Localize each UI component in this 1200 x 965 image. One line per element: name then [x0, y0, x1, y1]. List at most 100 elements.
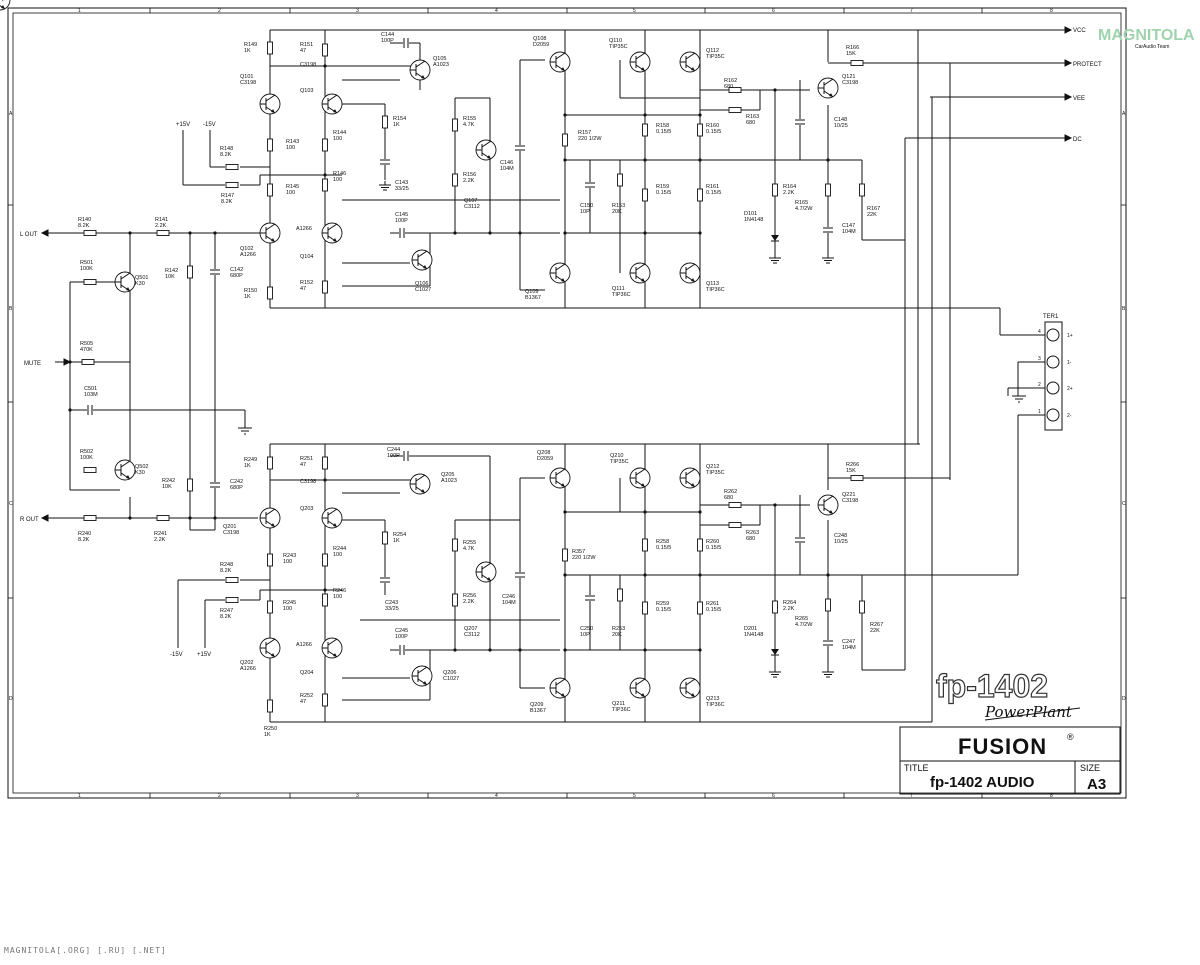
sheet-size: A3: [1087, 776, 1106, 793]
val-r251: 47: [300, 462, 306, 468]
resistor-r161: [697, 188, 703, 202]
resistor-r242: [187, 478, 193, 492]
transistor-q104: [0, 0, 11, 11]
val-c144: 100P: [381, 38, 394, 44]
ref-c147: C147: [842, 223, 855, 229]
ref-r240: R240: [78, 531, 91, 537]
transistor-q206: [411, 665, 433, 687]
ref-r245: R245: [283, 600, 296, 606]
junction-dot: [698, 113, 702, 117]
supply-rails: [269, 29, 1065, 723]
ref-q112: Q112: [706, 48, 719, 54]
val-r159: 0.15/5: [656, 190, 671, 196]
resistor-r260: [697, 538, 703, 552]
junction-dot: [188, 516, 192, 520]
ref-q104: Q104: [0, 0, 13, 2]
val-d201: 1N4148: [744, 632, 763, 638]
grid-row-d: D: [9, 696, 13, 702]
grid-col-1-bottom: 1: [78, 793, 81, 799]
ref-q111: Q111: [612, 286, 625, 292]
ref-c250: C250: [580, 626, 593, 632]
val-r245: 100: [283, 606, 292, 612]
ref-r165: R165: [795, 200, 808, 206]
resistor-r244: [322, 553, 328, 567]
val-c501: 103M: [84, 392, 98, 398]
grid-col-1: 1: [78, 8, 81, 14]
capacitor-c143: [379, 159, 391, 165]
transistor-q102: [259, 222, 281, 244]
junction-dot: [643, 231, 647, 235]
val-q109: B1367: [525, 295, 541, 301]
ter1-connector: [1044, 321, 1063, 431]
grid-row-d-right: D: [1122, 696, 1126, 702]
ref-c146: C146: [500, 160, 513, 166]
junction-dot: [698, 648, 702, 652]
ref-c143: C143: [395, 180, 408, 186]
resistor-r159: [642, 188, 648, 202]
val-q212: TIP35C: [706, 470, 725, 476]
ref-c144: C144: [381, 32, 394, 38]
ref-r160: R160: [706, 123, 719, 129]
transistor-q502: [114, 459, 136, 481]
ref-q108: Q108: [533, 36, 546, 42]
capacitor-c147: [822, 227, 834, 233]
capacitor-c145: [399, 227, 405, 239]
ref-c3198a: C3198: [300, 62, 316, 68]
ref-q103: Q103: [300, 88, 313, 94]
ref-c501: C501: [84, 386, 97, 392]
ref-r248: R248: [220, 562, 233, 568]
val-q501: K30: [135, 281, 145, 287]
val-r254: 1K: [393, 538, 400, 544]
resistor-r166: [850, 60, 864, 66]
transistor-q203: [321, 507, 343, 529]
val-q211: TIP36C: [612, 707, 631, 713]
val-q102: A1266: [240, 252, 256, 258]
junction-dot: [488, 648, 492, 652]
ter1-pin-4-label: 1+: [1067, 333, 1073, 339]
resistor-r256: [452, 593, 458, 607]
junction-dot: [773, 503, 777, 507]
val-r144: 100: [333, 136, 342, 142]
ref-r152: R152: [300, 280, 313, 286]
grid-col-3: 3: [356, 8, 359, 14]
val-q201: C3198: [223, 530, 239, 536]
val-r152: 47: [300, 286, 306, 292]
ref-r262: R262: [724, 489, 737, 495]
val-q101: C3198: [240, 80, 256, 86]
ref-c246: C246: [502, 594, 515, 600]
grid-col-4: 4: [495, 8, 498, 14]
input-arrows: [40, 229, 72, 522]
ref-r501: R501: [80, 260, 93, 266]
val-c147: 104M: [842, 229, 856, 235]
val-r262: 680: [724, 495, 733, 501]
ref-d201: D201: [744, 626, 757, 632]
resistor-r251: [322, 456, 328, 470]
val-q110: TIP35C: [609, 44, 628, 50]
val-r151: 47: [300, 48, 306, 54]
lower-amp-wiring: [177, 444, 1018, 722]
capacitor-c242: [209, 482, 221, 488]
ref-q106: Q106: [415, 281, 428, 287]
transistor-q108: [549, 51, 571, 73]
ter1-pin-2-label: 2+: [1067, 386, 1073, 392]
ref-r142: R142: [165, 268, 178, 274]
junction-dot: [563, 113, 567, 117]
junction-dot: [213, 231, 217, 235]
val-r145: 100: [286, 190, 295, 196]
val-c247: 104M: [842, 645, 856, 651]
val-q502: K30: [135, 470, 145, 476]
ref-r505: R505: [80, 341, 93, 347]
brand-registered: ®: [1067, 732, 1074, 742]
resistor-r501: [83, 279, 97, 285]
val-r255: 4.7K: [463, 546, 475, 552]
val-r165: 4.7/2W: [795, 206, 813, 212]
val-r154: 1K: [393, 122, 400, 128]
transistor-q221: [817, 494, 839, 516]
transistor-q210: [629, 467, 651, 489]
transistor-q213: [679, 677, 701, 699]
junction-dot: [698, 573, 702, 577]
resistor-r146: [322, 178, 328, 192]
junction-dot: [643, 648, 647, 652]
title-block: FUSION ® TITLE fp-1402 AUDIO SIZE A3: [899, 726, 1121, 795]
val-r155: 4.7K: [463, 122, 475, 128]
